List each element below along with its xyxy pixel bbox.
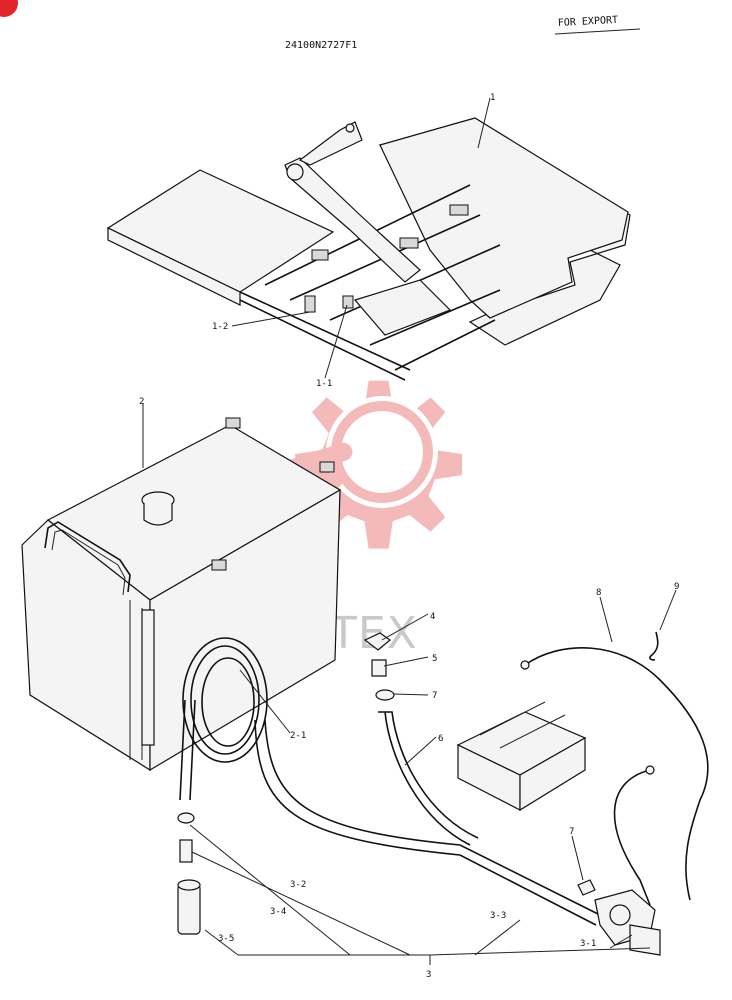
battery-cable-drawing: [520, 631, 709, 906]
export-note-underline: [554, 28, 641, 35]
callout-1-2: 1-2: [212, 322, 228, 332]
callout-3-2: 3-2: [290, 880, 306, 890]
callout-7a: 7: [432, 691, 437, 701]
callout-1: 1: [490, 93, 495, 103]
callout-3: 3: [426, 970, 431, 980]
callout-4: 4: [430, 612, 435, 622]
callout-8: 8: [596, 588, 601, 598]
callout-3-5: 3-5: [218, 934, 234, 944]
callout-2: 2: [139, 397, 144, 407]
frame-assembly-drawing: [106, 117, 631, 381]
callout-2-1: 2-1: [290, 731, 306, 741]
filter-assembly-drawing: [177, 812, 661, 956]
callout-3-3: 3-3: [490, 911, 506, 921]
callout-labels: 1 1-1 1-2 2 2-1 3 3-1 3-2 3-3 3-4 3-5 4 …: [139, 93, 679, 980]
export-note: FOR EXPORT: [558, 15, 619, 29]
callout-3-1: 3-1: [580, 939, 596, 949]
callout-9: 9: [674, 582, 679, 592]
corner-mark: [0, 0, 18, 17]
callout-6: 6: [438, 734, 443, 744]
callout-7b: 7: [569, 827, 574, 837]
drawing-number: 24100N2727F1: [285, 40, 357, 51]
callout-3-4: 3-4: [270, 907, 286, 917]
coiled-hose-drawing: [179, 637, 601, 926]
leader-lines: [142, 97, 677, 965]
fittings-drawing: [363, 632, 479, 846]
battery-drawing: [456, 701, 587, 812]
callout-1-1: 1-1: [316, 379, 332, 389]
hydraulic-tank-drawing: [21, 417, 342, 772]
callout-5: 5: [432, 654, 437, 664]
